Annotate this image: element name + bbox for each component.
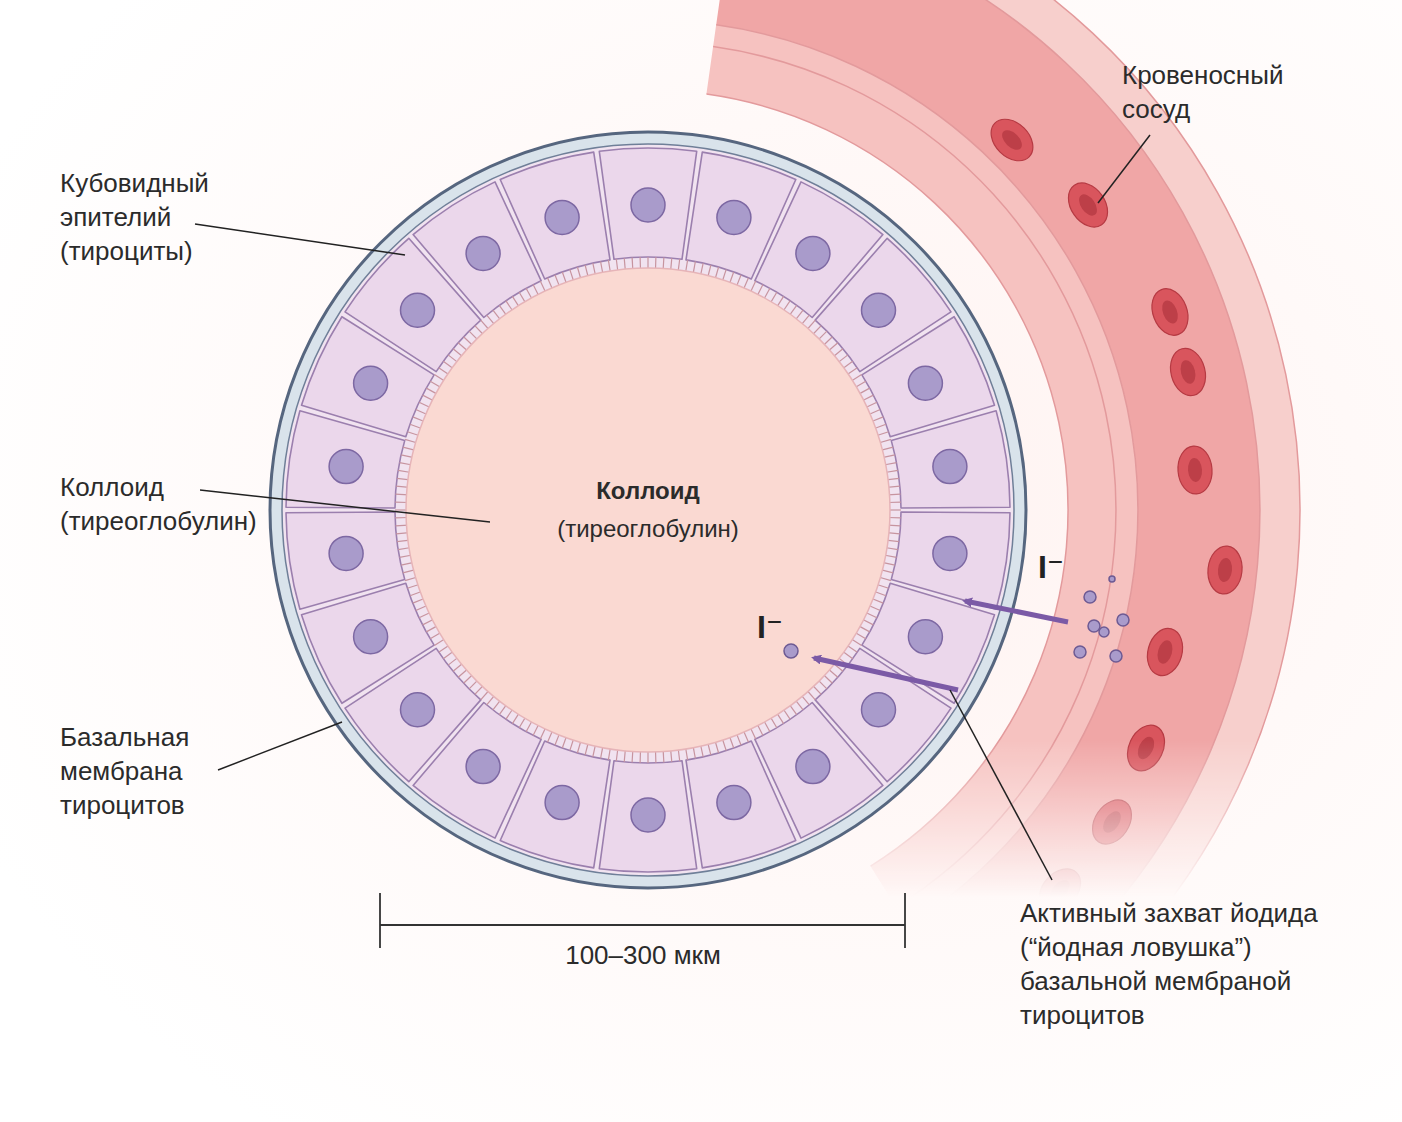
dimension-tick — [904, 893, 906, 948]
part-label: Кубовидный эпителий (тироциты) — [60, 166, 280, 268]
red-blood-cell — [1085, 793, 1140, 852]
leader-line — [195, 224, 405, 255]
iodide-ion — [1084, 591, 1096, 603]
process-label: Активный захват йодида (“йодная ловушка”… — [1020, 896, 1365, 1032]
iodide-uptake-arrow — [965, 601, 1068, 622]
cell-nucleus — [401, 693, 435, 727]
red-blood-cell-center — [1099, 808, 1124, 836]
cell-nucleus — [933, 536, 967, 570]
iodide-ion — [1110, 650, 1122, 662]
thyrocyte-cell — [599, 148, 696, 259]
red-blood-cell-body — [1085, 793, 1140, 852]
cell-nucleus — [631, 798, 665, 832]
cell-layer — [282, 144, 1014, 876]
colloid-circle — [406, 268, 890, 752]
follicle — [270, 132, 1026, 888]
red-blood-cell-body — [1146, 284, 1195, 341]
cell-nucleus — [933, 450, 967, 484]
basal-membrane — [270, 132, 1026, 888]
cell-nucleus — [862, 693, 896, 727]
dimension-label: 100–300 мкм — [523, 938, 763, 972]
part-label: Коллоид (тиреоглобулин) — [60, 470, 300, 538]
red-blood-cell-center — [1159, 298, 1181, 325]
red-blood-cell-body — [1166, 345, 1211, 400]
thyrocyte-cell — [286, 512, 405, 609]
thyrocyte-cell — [891, 411, 1010, 508]
cell-nucleus — [466, 750, 500, 784]
iodide-ion — [1099, 627, 1109, 637]
cell-nucleus — [862, 293, 896, 327]
iodide-ion — [1109, 576, 1115, 582]
thyrocyte-cell — [686, 741, 796, 868]
ion-label: I⁻ — [757, 608, 817, 646]
microvilli — [395, 257, 901, 763]
red-blood-cell-body — [1176, 445, 1213, 495]
red-blood-cell — [1166, 345, 1211, 400]
red-blood-cell — [1060, 176, 1115, 235]
red-blood-cell — [1120, 719, 1171, 777]
thyrocyte-cell — [500, 152, 610, 279]
red-blood-cell-center — [999, 127, 1026, 154]
cell-nucleus — [329, 536, 363, 570]
cell-nucleus — [631, 188, 665, 222]
red-blood-cell — [1146, 284, 1195, 341]
cell-nucleus — [908, 620, 942, 654]
colloid-area: Коллоид(тиреоглобулин) — [405, 267, 891, 753]
cell-nucleus — [796, 750, 830, 784]
thyrocyte-cell — [599, 761, 696, 872]
cell-nucleus — [354, 366, 388, 400]
red-blood-cell-center — [1217, 557, 1233, 582]
colloid-text-box: Коллоид(тиреоглобулин) — [405, 267, 891, 753]
iodide-ion — [1074, 646, 1086, 658]
red-blood-cell — [1206, 544, 1245, 595]
red-blood-cell — [983, 111, 1041, 169]
red-blood-cell-center — [1135, 734, 1158, 762]
colloid-outline — [405, 267, 891, 753]
cell-nucleus — [545, 786, 579, 820]
red-blood-cell-body — [1120, 719, 1171, 777]
iodide-ion — [1088, 620, 1100, 632]
ion-label: I⁻ — [1038, 548, 1098, 586]
red-blood-cell-body — [1206, 544, 1245, 595]
red-blood-cell-center — [1187, 458, 1203, 483]
iodide-ion — [1117, 614, 1129, 626]
red-blood-cell-body — [1142, 624, 1188, 679]
part-label: Базальная мембрана тироцитов — [60, 720, 240, 822]
cell-nucleus — [401, 293, 435, 327]
red-blood-cell-center — [1075, 191, 1100, 219]
red-blood-cell-center — [1178, 359, 1197, 386]
dimension-bar — [380, 893, 905, 948]
cell-nucleus — [717, 200, 751, 234]
dimension-tick — [379, 893, 381, 948]
cell-nucleus — [354, 620, 388, 654]
leader-line — [218, 722, 342, 770]
cell-nucleus — [545, 200, 579, 234]
red-blood-cell — [1142, 624, 1188, 679]
node-heading: Коллоид — [596, 472, 700, 510]
cell-nucleus — [329, 450, 363, 484]
cell-nucleus — [466, 236, 500, 270]
vessel-label: Кровеносный сосуд — [1122, 58, 1332, 126]
dimension-line — [380, 924, 905, 926]
leader-line — [950, 690, 1052, 880]
red-blood-cell-body — [1060, 176, 1115, 235]
cell-nucleus — [717, 786, 751, 820]
node-body: (тиреоглобулин) — [557, 510, 739, 548]
cell-nucleus — [796, 236, 830, 270]
cell-nucleus — [908, 366, 942, 400]
red-blood-cell — [1176, 445, 1213, 495]
leader-line — [1098, 135, 1150, 203]
red-blood-cell-body — [983, 111, 1041, 169]
red-blood-cell-center — [1155, 639, 1175, 666]
